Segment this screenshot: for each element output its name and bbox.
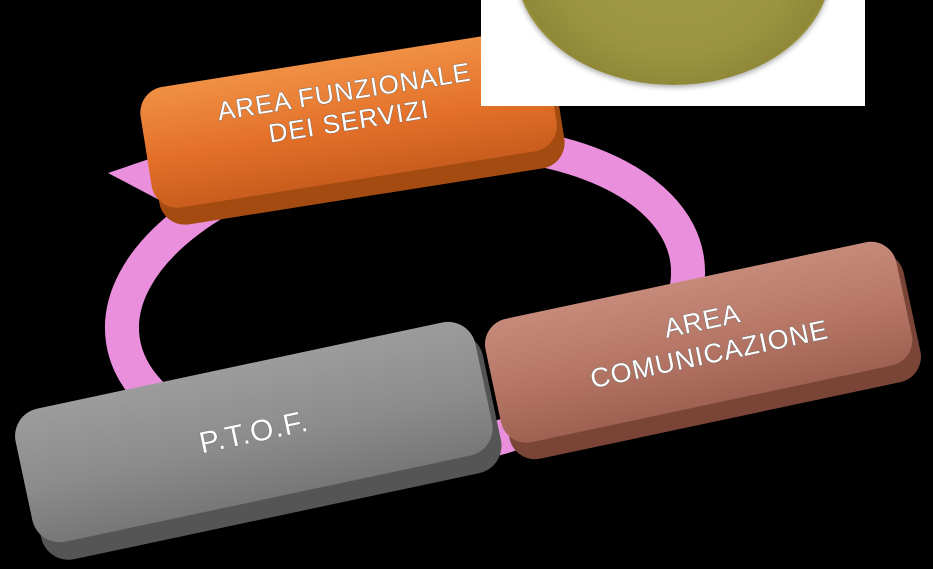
box-area-funzionale-face	[140, 30, 557, 208]
box-ptof-face	[15, 321, 493, 543]
box-area-comunicazione: AREA COMUNICAZIONE	[484, 241, 921, 460]
box-area-funzionale: AREA FUNZIONALE DEI SERVIZI	[140, 30, 565, 225]
coin-icon	[516, 0, 831, 85]
coin-panel	[481, 0, 865, 106]
box-area-comunicazione-face	[484, 241, 913, 443]
box-ptof: P.T.O.F.	[15, 321, 502, 560]
